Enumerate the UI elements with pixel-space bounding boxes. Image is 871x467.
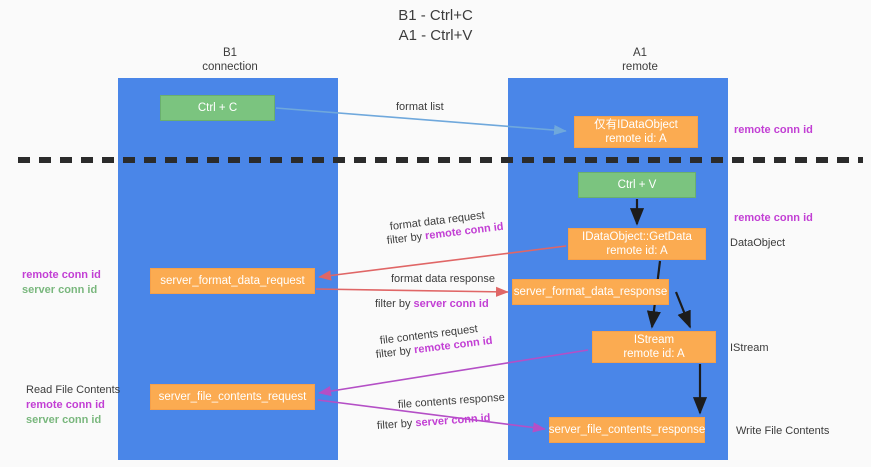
edge-label-format-list-text: format list [396,101,444,113]
page-title-line-2: A1 - Ctrl+V [398,27,473,44]
annotation-right-istream: IStream [730,342,769,354]
annotation-read-file-contents: Read File Contents remote conn id server… [26,383,120,428]
node-ctrl-c[interactable]: Ctrl + C [160,95,275,121]
edge-formatresponse-to-istream [674,291,692,329]
node-idataobject-getdata[interactable]: IDataObject::GetData remote id: A [568,228,706,260]
annotation-remote-conn-id: remote conn id [22,269,101,281]
node-istream-line-1: IStream [633,334,675,346]
annotation-remote-conn-id: remote conn id [26,399,105,411]
annotation-read-file-contents-heading: Read File Contents [26,384,121,396]
edge-label-format-list: format list [396,100,444,115]
node-ctrl-c-label: Ctrl + C [197,102,238,114]
edge-label-format-data-response: format data response [391,272,495,287]
node-istream[interactable]: IStream remote id: A [592,331,716,363]
edge-format-data-request [318,245,567,281]
node-server-format-data-response[interactable]: server_format_data_response [512,279,669,305]
column-header-a1: A1 remote [550,46,730,74]
annotation-server-conn-id: server conn id [22,284,98,296]
annotation-right-remote-conn-id-mid: remote conn id [734,212,813,224]
filter-prefix: filter by [375,298,414,310]
filter-prefix: filter by [376,417,416,432]
filter-prefix: filter by [386,230,426,247]
node-idataobject-line-2: remote id: A [605,133,667,145]
node-server-file-contents-request-label: server_file_contents_request [158,391,307,403]
filter-key-server-conn-id: server conn id [413,298,489,310]
annotation-left-conn-ids: remote conn id server conn id [22,268,101,298]
node-server-file-contents-response[interactable]: server_file_contents_response [549,417,705,443]
page-title-line-1: B1 - Ctrl+C [398,7,473,24]
column-header-a1-name: A1 [632,47,648,59]
edge-label-format-data-response-filter: filter by server conn id [375,297,489,312]
column-header-b1: B1 connection [140,46,320,74]
node-server-file-contents-request[interactable]: server_file_contents_request [150,384,315,410]
edge-format-list [275,107,567,136]
edge-file-contents-request [318,349,589,397]
filter-key-server-conn-id: server conn id [414,412,491,430]
column-header-a1-sub: remote [622,61,658,73]
annotation-right-dataobject: DataObject [730,237,786,249]
page-title: B1 - Ctrl+C A1 - Ctrl+V [0,6,871,46]
edge-label-format-data-response-text: format data response [391,273,495,285]
node-ctrl-v[interactable]: Ctrl + V [578,172,696,198]
node-server-file-contents-response-label: server_file_contents_response [548,424,706,436]
column-header-b1-name: B1 [222,47,238,59]
edge-format-data-response [315,286,509,297]
edge-file-contents-response [317,399,546,433]
node-idataobject[interactable]: 仅有IDataObject remote id: A [574,116,698,148]
node-ctrl-v-label: Ctrl + V [617,179,657,191]
annotation-right-write-file-contents: Write File Contents [736,425,830,437]
filter-prefix: filter by [375,344,415,361]
node-server-format-data-request[interactable]: server_format_data_request [150,268,315,294]
node-getdata-line-1: IDataObject::GetData [582,231,692,243]
node-server-format-data-response-label: server_format_data_response [513,286,668,298]
node-istream-line-2: remote id: A [623,348,685,360]
section-divider [18,157,863,163]
annotation-right-remote-conn-id-top: remote conn id [734,124,813,136]
node-idataobject-line-1: 仅有IDataObject [594,119,678,131]
annotation-server-conn-id: server conn id [26,414,102,426]
node-server-format-data-request-label: server_format_data_request [160,275,305,287]
column-header-b1-sub: connection [202,61,258,73]
node-getdata-line-2: remote id: A [606,245,668,257]
